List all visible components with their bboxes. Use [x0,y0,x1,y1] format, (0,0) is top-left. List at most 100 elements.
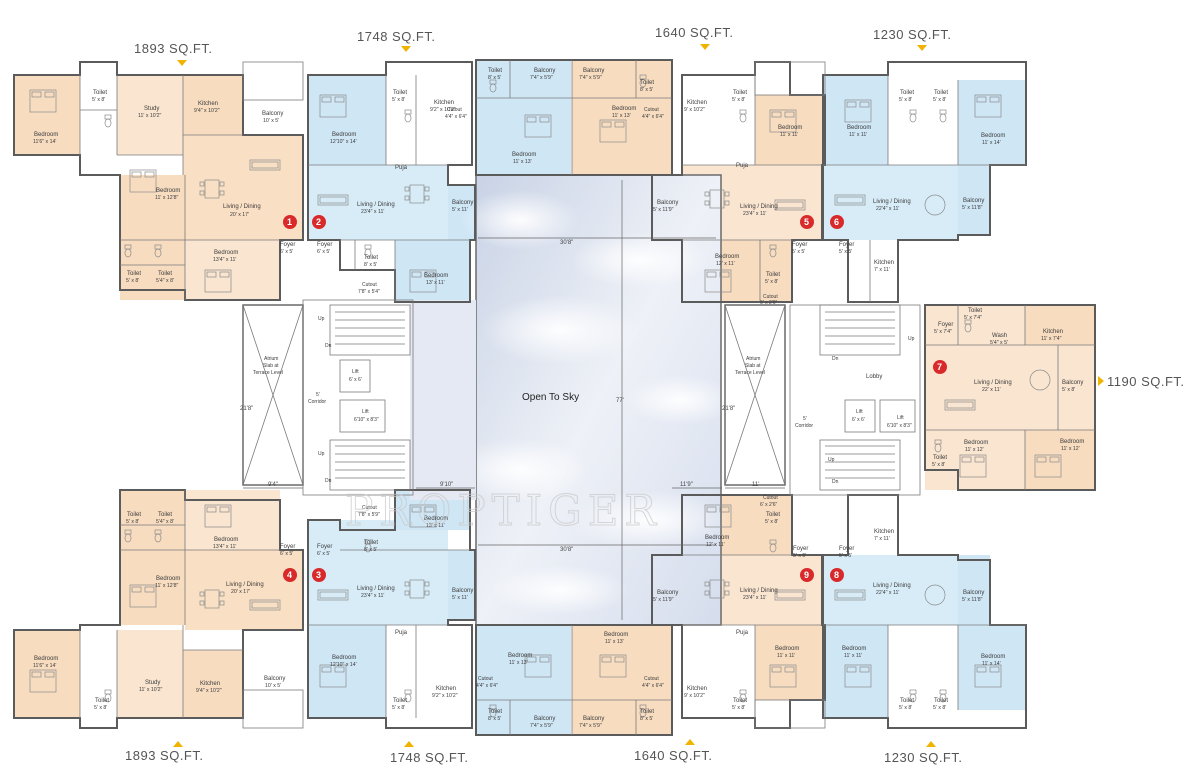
u6-foyer: Foyer [839,242,854,248]
cutout-bottom-centre-r-size: 4'4" x 6'4" [642,683,664,689]
u2-foyer: Foyer [317,242,332,248]
u9-toilet-1-size: 5' x 8' [765,519,778,525]
u5-kitchen-size: 9' x 10'2" [684,107,705,113]
u1-bedroom-2: Bedroom [156,188,180,194]
bc-balcony-l: Balcony [534,716,555,722]
u9-foyer: Foyer [793,546,808,552]
tc-bedroom-l-size: 11' x 13' [513,159,532,165]
u8-toilet-2-size: 5' x 8' [933,705,946,711]
lift-right-b: Lift [897,415,904,421]
unit-marker-9: 9 [804,570,809,580]
center-labels: Open To Sky 30'8" 30'8" 77' 9'10" 11'9" … [240,240,759,553]
area-label-bottom-4: 1230 SQ.FT. [884,750,962,765]
u3-balcony: Balcony [452,588,473,594]
u6-living: Living / Dining [873,199,911,205]
stair-dn-1: Dn [325,343,332,349]
u6-bedroom-2: Bedroom [981,133,1005,139]
u9-bedroom-2: Bedroom [775,646,799,652]
u8-foyer: Foyer [839,546,854,552]
dim-9-10: 9'10" [440,482,453,488]
u3-bedroom-2-size: 12'10" x 14' [330,662,357,668]
cutout-left-top-size: 7'8" x 5'4" [358,289,380,295]
bc-balcony-l-size: 7'4" x 5'9" [530,723,553,729]
atrium-right-terrace: Terrace Level [735,370,765,376]
u4-kitchen: Kitchen [200,681,220,687]
tc-toilet-r-size: 8' x 5' [640,87,653,93]
u7-kitchen: Kitchen [1043,329,1063,335]
lobby-label: Lobby [866,374,882,380]
area-arrow-bottom-3 [685,739,695,745]
corridor-left-label: Corridor [308,399,326,405]
corridor-right-label: Corridor [795,423,813,429]
u1-toilet-2: Toilet [127,271,141,277]
u8-toilet-1: Toilet [900,698,914,704]
u7-living-size: 22' x 11' [982,387,1001,393]
u5-kitchen: Kitchen [687,100,707,106]
area-arrow-top-1 [177,60,187,66]
bc-bedroom-r: Bedroom [604,632,628,638]
u5-foyer-size: 5' x 5' [792,249,805,255]
u4-kitchen-size: 9'4" x 10'2" [196,688,222,694]
atrium-left-slab: Slab at [263,363,279,369]
u2-living-size: 23'4" x 11' [361,209,384,215]
u9-toilet-2: Toilet [733,698,747,704]
unit-marker-2: 2 [316,217,321,227]
cutout-right-bottom: Cutout [763,495,778,501]
dim-21-8-right: 21'8" [722,406,735,412]
u3-foyer: Foyer [317,544,332,550]
u4-toilet-3: Toilet [95,698,109,704]
u7-wash: Wash [992,333,1007,339]
u8-living-size: 22'4" x 11' [876,590,899,596]
u3-toilet-1-size: 8' x 5' [364,547,377,553]
u1-living-size: 20' x 17' [230,212,249,218]
u6-kitchen-size: 7' x 11' [874,267,890,273]
tc-toilet-l: Toilet [488,68,502,74]
u1-kitchen-size: 9'4" x 10'2" [194,108,220,114]
u5-bedroom-2: Bedroom [715,254,739,260]
u1-toilet-3: Toilet [158,271,172,277]
u2-foyer-size: 6' x 5' [317,249,330,255]
area-arrow-bottom-4 [926,741,936,747]
u7-balcony-size: 5' x 8' [1062,387,1075,393]
cutout-right-top: Cutout [763,294,778,300]
dim-height: 77' [616,398,624,404]
u1-bedroom-3: Bedroom [214,250,238,256]
stair-dn-3: Dn [832,356,839,362]
unit-markers: 1 2 3 4 5 6 7 8 9 [283,215,947,582]
stair-dn-4: Dn [832,479,839,485]
area-arrow-bottom-2 [404,741,414,747]
area-label-bottom-1: 1893 SQ.FT. [125,748,203,763]
u7-bedroom-2-size: 11' x 12' [1061,446,1080,452]
u4-bedroom-2-size: 11' x 12'8" [155,583,178,589]
bc-balcony-r-size: 7'4" x 5'9" [579,723,602,729]
stair-up-1: Up [318,316,325,322]
cutout-top-centre-r: Cutout [644,107,659,113]
u9-toilet-1: Toilet [766,512,780,518]
dimension-lines [243,180,785,620]
u4-toilet-1: Toilet [127,512,141,518]
u1-study-size: 11' x 10'2" [138,113,161,119]
u5-toilet-1-size: 5' x 8' [732,97,745,103]
u8-balcony: Balcony [963,590,984,596]
u9-balcony: Balcony [657,590,678,596]
u1-toilet-1: Toilet [93,90,107,96]
stair-up-2: Up [318,451,325,457]
u4-toilet-2: Toilet [158,512,172,518]
dim-9-4: 9'4" [268,482,278,488]
dim-21-8-left: 21'8" [240,406,253,412]
lift-right-a-size: 6' x 6' [852,417,865,423]
tc-toilet-r: Toilet [640,80,654,86]
u7-foyer-size: 5' x 7'4" [934,329,952,335]
corridor-right-width: 5' [803,416,807,422]
watermark: PROPTIGER [345,486,662,535]
bc-balcony-r: Balcony [583,716,604,722]
u3-toilet-2: Toilet [393,698,407,704]
u7-toilet: Toilet [968,308,982,314]
u6-toilet-1: Toilet [900,90,914,96]
u7-wash-size: 5'4" x 5' [990,340,1008,346]
u2-kitchen: Kitchen [434,100,454,106]
u7-bedroom-2: Bedroom [1060,439,1084,445]
open-to-sky-court [410,174,735,626]
u2-kitchen-size: 9'2" x 10'2" [430,107,456,113]
lift-left-a-size: 6' x 6' [349,377,362,383]
